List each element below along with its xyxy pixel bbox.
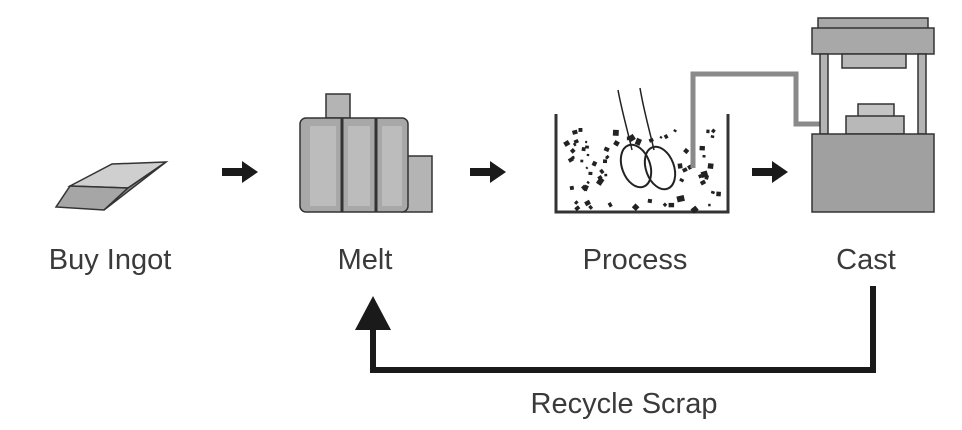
particle bbox=[634, 137, 642, 146]
particle bbox=[595, 177, 605, 186]
particle bbox=[690, 205, 699, 214]
particle bbox=[607, 202, 613, 208]
particle bbox=[591, 160, 598, 167]
particle bbox=[603, 146, 610, 153]
particle bbox=[702, 172, 706, 176]
particle bbox=[573, 200, 579, 205]
step-label-cast: Cast bbox=[836, 244, 896, 276]
particle bbox=[710, 190, 716, 195]
particle bbox=[708, 203, 711, 207]
particle bbox=[683, 147, 690, 155]
particle bbox=[572, 142, 577, 147]
particle bbox=[605, 154, 610, 160]
particle bbox=[681, 167, 688, 173]
step-label-melt: Melt bbox=[338, 244, 393, 276]
particle bbox=[581, 146, 586, 152]
particle bbox=[698, 174, 703, 179]
recycle-loop-arrow bbox=[355, 286, 876, 373]
particle bbox=[707, 163, 714, 170]
particle bbox=[668, 202, 675, 208]
particle bbox=[585, 166, 589, 170]
particle bbox=[574, 205, 581, 212]
particle bbox=[578, 128, 583, 132]
particle bbox=[716, 191, 721, 197]
furnace-icon bbox=[299, 93, 433, 213]
particle bbox=[662, 202, 668, 208]
step-label-process: Process bbox=[583, 244, 688, 276]
particle bbox=[604, 173, 608, 177]
recycle-scrap-label: Recycle Scrap bbox=[531, 388, 718, 420]
particle bbox=[584, 145, 589, 149]
particle bbox=[582, 184, 589, 192]
particle bbox=[677, 163, 683, 169]
particle bbox=[679, 177, 685, 183]
particle bbox=[706, 129, 710, 134]
particle bbox=[702, 154, 706, 158]
particle bbox=[588, 171, 593, 176]
ingot-icon bbox=[54, 161, 169, 211]
particle bbox=[676, 194, 685, 203]
particle bbox=[647, 198, 653, 204]
particle bbox=[704, 174, 710, 180]
particle bbox=[710, 128, 716, 134]
particle bbox=[569, 148, 576, 154]
particle bbox=[710, 135, 715, 139]
particles bbox=[563, 128, 721, 214]
particle bbox=[673, 129, 677, 133]
particle bbox=[659, 135, 663, 139]
particle bbox=[571, 129, 578, 135]
particle bbox=[699, 145, 705, 151]
particle bbox=[573, 139, 579, 144]
process-tank-icon bbox=[554, 71, 820, 214]
particle bbox=[563, 139, 571, 147]
particle bbox=[584, 199, 591, 207]
casting-press-icon bbox=[811, 17, 935, 213]
particle bbox=[602, 159, 608, 164]
particle bbox=[588, 204, 594, 210]
flow-arrow-2 bbox=[470, 161, 506, 183]
particle bbox=[599, 168, 605, 175]
particle bbox=[569, 185, 575, 191]
step-label-buy-ingot: Buy Ingot bbox=[49, 244, 172, 276]
particle bbox=[663, 133, 669, 140]
flow-arrow-3 bbox=[752, 161, 788, 183]
particle bbox=[586, 153, 590, 157]
particle bbox=[699, 179, 707, 186]
particle bbox=[567, 156, 575, 163]
particle bbox=[580, 159, 584, 163]
particle bbox=[613, 139, 620, 147]
particle bbox=[585, 140, 588, 144]
flow-arrow-1 bbox=[222, 161, 258, 183]
particle bbox=[586, 180, 590, 185]
particle bbox=[631, 203, 640, 212]
particle bbox=[612, 129, 619, 136]
